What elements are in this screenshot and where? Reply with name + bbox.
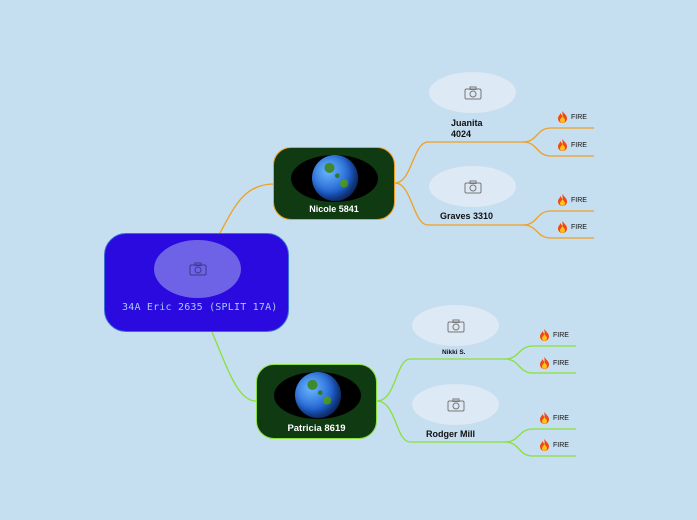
fire-icon <box>558 111 567 123</box>
camera-icon <box>447 319 464 332</box>
fire-tag[interactable]: FIRE <box>539 412 569 424</box>
camera-icon <box>464 86 481 99</box>
fire-icon <box>558 194 567 206</box>
fire-tag-label: FIRE <box>571 141 587 149</box>
fire-tag-label: FIRE <box>553 359 569 367</box>
fire-tag[interactable]: FIRE <box>539 357 569 369</box>
camera-icon <box>189 262 206 276</box>
child-name-nikki[interactable]: Nikki S. <box>442 349 466 356</box>
child-photo-placeholder[interactable] <box>412 384 499 425</box>
fire-tag-label: FIRE <box>571 113 587 121</box>
fire-tag[interactable]: FIRE <box>557 139 587 151</box>
fire-icon <box>540 439 549 451</box>
child-name-juanita[interactable]: Juanita 4024 <box>451 118 483 139</box>
camera-icon <box>464 180 481 193</box>
fire-tag[interactable]: FIRE <box>539 329 569 341</box>
branch-title: Nicole 5841 <box>309 204 359 214</box>
globe-icon <box>295 372 341 418</box>
root-node[interactable]: 34A Eric 2635 (SPLIT 17A) <box>104 233 289 332</box>
branch-title: Patricia 8619 <box>287 423 346 434</box>
branch-image <box>274 372 361 419</box>
fire-tag[interactable]: FIRE <box>557 194 587 206</box>
fire-tag-label: FIRE <box>571 196 587 204</box>
fire-icon <box>558 139 567 151</box>
fire-icon <box>540 357 549 369</box>
fire-icon <box>540 329 549 341</box>
child-name-graves[interactable]: Graves 3310 <box>440 211 494 221</box>
fire-tag-label: FIRE <box>553 414 569 422</box>
camera-icon <box>447 398 464 411</box>
branch-node-patricia[interactable]: Patricia 8619 <box>256 364 377 439</box>
branch-node-nicole[interactable]: Nicole 5841 <box>273 147 395 220</box>
fire-tag-label: FIRE <box>553 441 569 449</box>
child-photo-placeholder[interactable] <box>429 166 516 207</box>
fire-icon <box>540 412 549 424</box>
fire-icon <box>558 221 567 233</box>
child-photo-placeholder[interactable] <box>429 72 516 113</box>
root-photo-placeholder[interactable] <box>154 240 241 298</box>
fire-tag[interactable]: FIRE <box>557 221 587 233</box>
child-name-rodger[interactable]: Rodger Mill <box>426 429 475 439</box>
fire-tag-label: FIRE <box>571 223 587 231</box>
root-label: 34A Eric 2635 (SPLIT 17A) <box>122 302 278 313</box>
fire-tag-label: FIRE <box>553 331 569 339</box>
globe-icon <box>312 155 358 201</box>
fire-tag[interactable]: FIRE <box>557 111 587 123</box>
fire-tag[interactable]: FIRE <box>539 439 569 451</box>
child-photo-placeholder[interactable] <box>412 305 499 346</box>
branch-image <box>291 155 378 202</box>
